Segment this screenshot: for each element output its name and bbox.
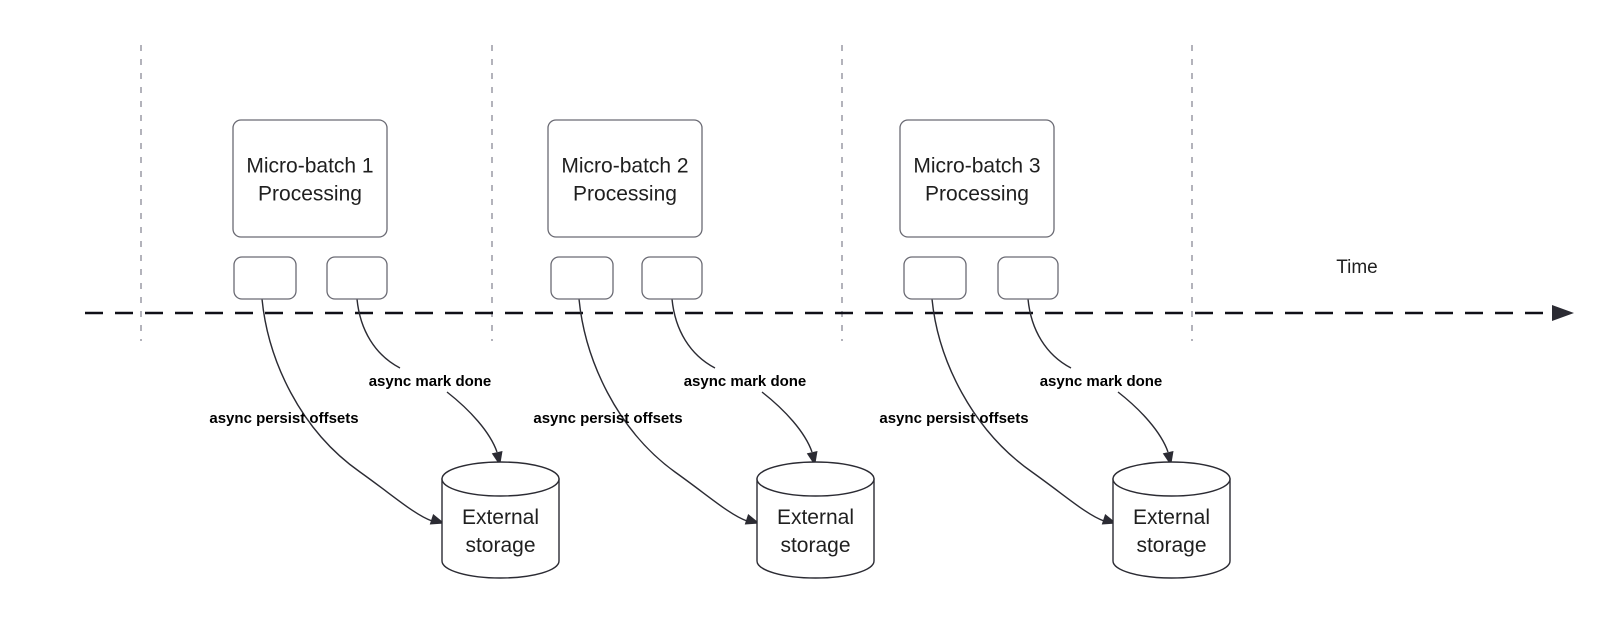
time-axis-arrowhead: [1552, 305, 1574, 321]
mark-done-task-1[interactable]: [326, 256, 388, 300]
micro-batch-label-line2-2: Processing: [573, 183, 677, 206]
external-storage-cylinder-body-3[interactable]: [1112, 478, 1231, 579]
persist-offsets-task-1[interactable]: [233, 256, 297, 300]
external-storage-cylinder-body-2[interactable]: [756, 478, 875, 579]
external-storage-cylinder-top-3: [1112, 461, 1231, 497]
micro-batch-label-line1-1: Micro-batch 1: [246, 155, 373, 178]
time-axis-label: Time: [1336, 257, 1378, 278]
micro-batch-label-line2-1: Processing: [258, 183, 362, 206]
external-storage-label-line1-3: External: [1133, 506, 1210, 529]
external-storage-label-line1-1: External: [462, 506, 539, 529]
mark-done-task-3[interactable]: [997, 256, 1059, 300]
labels-layer: Time Micro-batch 1 Processing async persist…: [209, 155, 1377, 558]
external-storage-cylinder-top-1: [441, 461, 560, 497]
async-mark-done-edge-label-3: async mark done: [1040, 373, 1163, 390]
async-mark-done-edge-3: [1027, 298, 1169, 453]
async-mark-done-edge-label-2: async mark done: [684, 373, 807, 390]
async-mark-done-edge-label-1: async mark done: [369, 373, 492, 390]
external-storage-cylinder-body-1[interactable]: [441, 478, 560, 579]
external-storage-label-line2-1: storage: [465, 534, 535, 557]
async-persist-offsets-edge-arrowhead-2: [744, 513, 760, 525]
micro-batch-label-line1-2: Micro-batch 2: [561, 155, 688, 178]
external-storage-label-line2-2: storage: [780, 534, 850, 557]
timeline-layer: [85, 305, 1574, 321]
async-persist-offsets-edge-label-3: async persist offsets: [879, 410, 1028, 427]
micro-batch-label-line1-3: Micro-batch 3: [913, 155, 1040, 178]
micro-batch-box-3[interactable]: [899, 119, 1055, 238]
async-persist-offsets-edge-label-2: async persist offsets: [533, 410, 682, 427]
nodes-layer: [232, 119, 1231, 579]
persist-offsets-task-3[interactable]: [903, 256, 967, 300]
micro-batch-label-line2-3: Processing: [925, 183, 1029, 206]
async-mark-done-edge-1: [356, 298, 498, 453]
edges-layer: [261, 298, 1174, 525]
async-persist-offsets-edge-1: [261, 298, 433, 522]
external-storage-label-line1-2: External: [777, 506, 854, 529]
persist-offsets-task-2[interactable]: [550, 256, 614, 300]
external-storage-cylinder-top-2: [756, 461, 875, 497]
async-persist-offsets-edge-2: [578, 298, 748, 522]
mark-done-task-2[interactable]: [641, 256, 703, 300]
async-persist-offsets-edge-arrowhead-1: [429, 513, 445, 525]
external-storage-label-line2-3: storage: [1136, 534, 1206, 557]
async-mark-done-edge-2: [671, 298, 813, 453]
micro-batch-box-2[interactable]: [547, 119, 703, 238]
async-persist-offsets-edge-3: [931, 298, 1105, 522]
micro-batch-box-1[interactable]: [232, 119, 388, 238]
async-persist-offsets-edge-label-1: async persist offsets: [209, 410, 358, 427]
